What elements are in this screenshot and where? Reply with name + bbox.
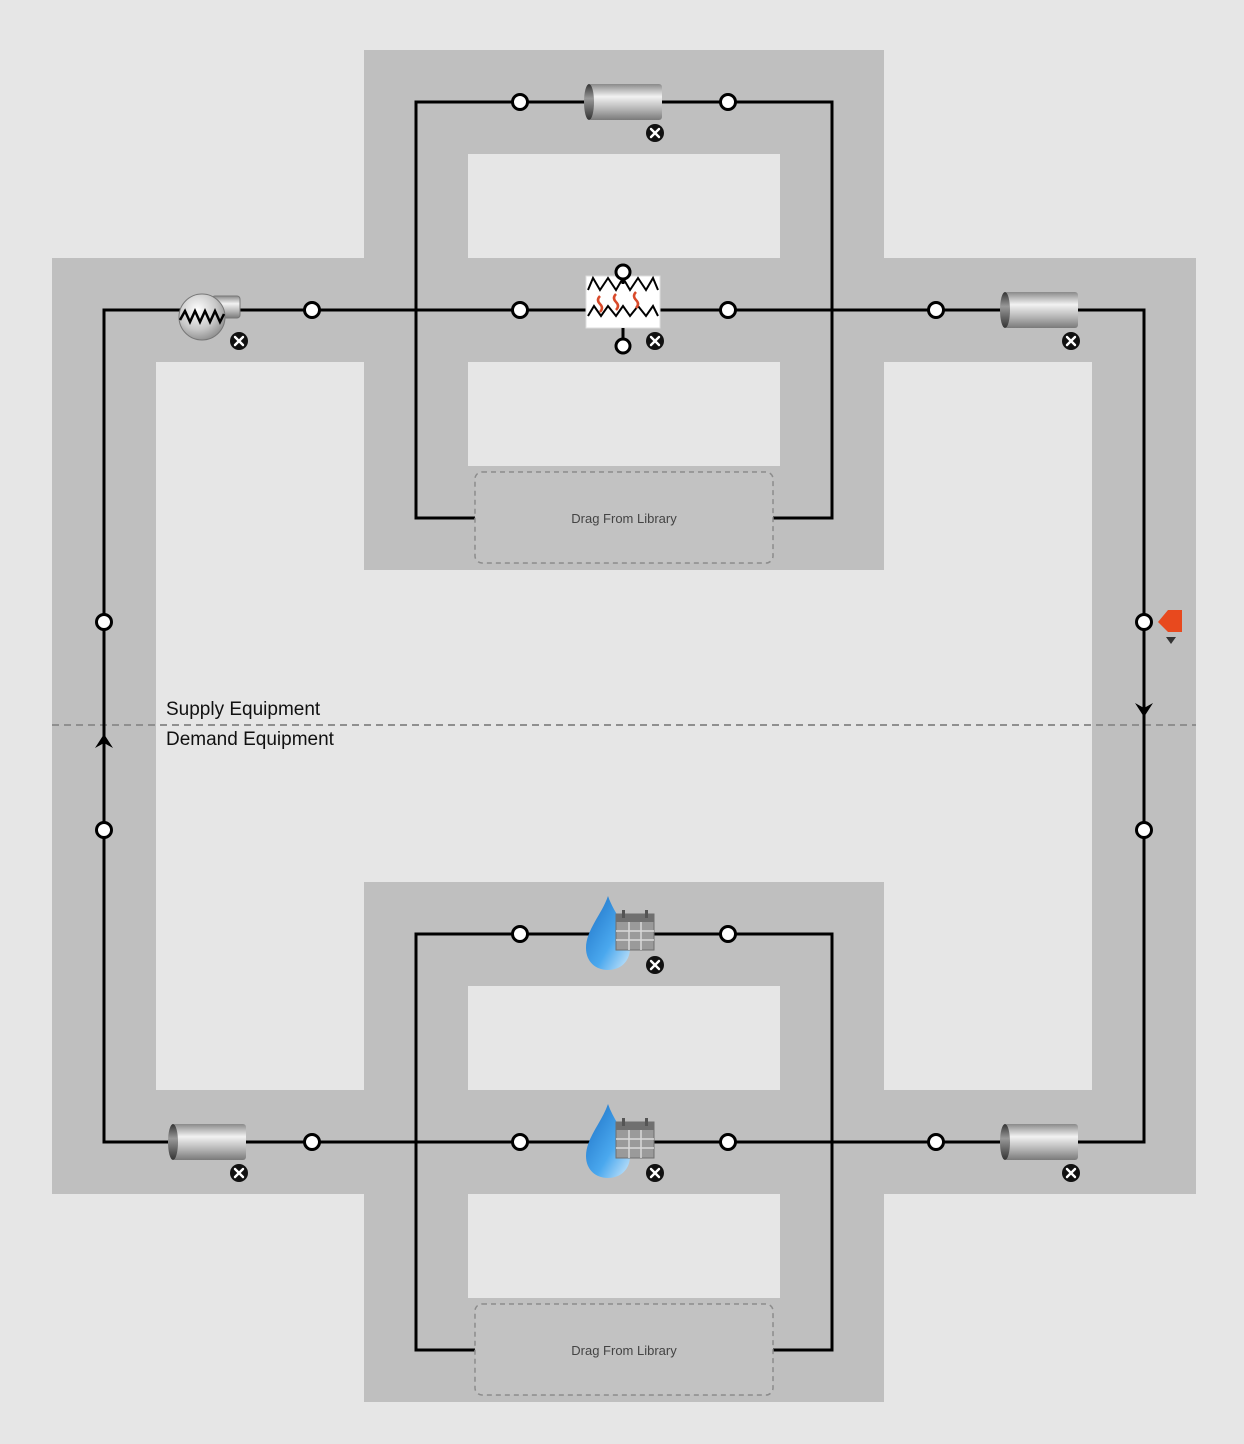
remove-icon[interactable] (646, 124, 664, 142)
demand-water-use-2[interactable] (586, 1104, 655, 1178)
pipe-icon (1004, 1124, 1078, 1160)
loop-node[interactable] (719, 925, 737, 943)
pipe-icon (588, 84, 662, 120)
demand-equipment-label: Demand Equipment (166, 729, 334, 750)
loop-nodes (95, 93, 1153, 1151)
remove-icon[interactable] (230, 332, 248, 350)
pipe-icon (1004, 292, 1078, 328)
demand-drop-zone-label: Drag From Library (571, 1343, 677, 1358)
supply-branch-bottom (414, 310, 834, 520)
demand-branch-bottom (414, 1142, 834, 1352)
setpoint-node[interactable] (1135, 613, 1153, 631)
loop-node[interactable] (303, 301, 321, 319)
remove-icon[interactable] (646, 332, 664, 350)
demand-water-use-1[interactable] (586, 896, 655, 970)
demand-drop-zone[interactable]: Drag From Library (474, 1303, 774, 1396)
remove-icon[interactable] (230, 1164, 248, 1182)
setpoint-manager-icon (1158, 610, 1182, 632)
loop-node[interactable] (511, 925, 529, 943)
loop-node[interactable] (719, 301, 737, 319)
loop-node[interactable] (511, 1133, 529, 1151)
supply-drop-zone-label: Drag From Library (571, 511, 677, 526)
supply-drop-zone[interactable]: Drag From Library (474, 471, 774, 564)
remove-icon[interactable] (646, 956, 664, 974)
water-heater-icon (585, 275, 661, 329)
loop-node[interactable] (303, 1133, 321, 1151)
loop-node[interactable] (511, 301, 529, 319)
supply-water-heater[interactable] (585, 263, 661, 355)
water-use-connection-icon (586, 1104, 655, 1178)
supply-bypass-pipe[interactable] (584, 84, 662, 120)
demand-loop-region (52, 725, 1196, 1402)
chevron-down-icon (1166, 637, 1176, 644)
loop-node[interactable] (719, 1133, 737, 1151)
loop-node[interactable] (511, 93, 529, 111)
loop-node[interactable] (95, 821, 113, 839)
loop-node[interactable] (927, 301, 945, 319)
loop-node[interactable] (719, 93, 737, 111)
loop-node[interactable] (95, 613, 113, 631)
heater-fuel-node[interactable] (614, 263, 632, 281)
setpoint-manager[interactable] (1158, 610, 1182, 644)
loop-node[interactable] (927, 1133, 945, 1151)
flow-arrow-icon (95, 734, 113, 748)
demand-outlet-pipe[interactable] (1000, 1124, 1078, 1160)
pipe-icon (172, 1124, 246, 1160)
supply-equipment-label: Supply Equipment (166, 699, 321, 720)
demand-inlet-pipe[interactable] (168, 1124, 246, 1160)
heater-source-node[interactable] (614, 337, 632, 355)
flow-arrow-icon (1135, 703, 1153, 717)
supply-loop-region (52, 50, 1196, 725)
loop-node[interactable] (1135, 821, 1153, 839)
remove-icon[interactable] (1062, 1164, 1080, 1182)
remove-icon[interactable] (646, 1164, 664, 1182)
pump-icon (178, 293, 241, 341)
remove-icon[interactable] (1062, 332, 1080, 350)
supply-outlet-pipe[interactable] (1000, 292, 1078, 328)
remove-buttons (230, 124, 1080, 1182)
supply-pump[interactable] (178, 293, 241, 341)
water-use-connection-icon (586, 896, 655, 970)
